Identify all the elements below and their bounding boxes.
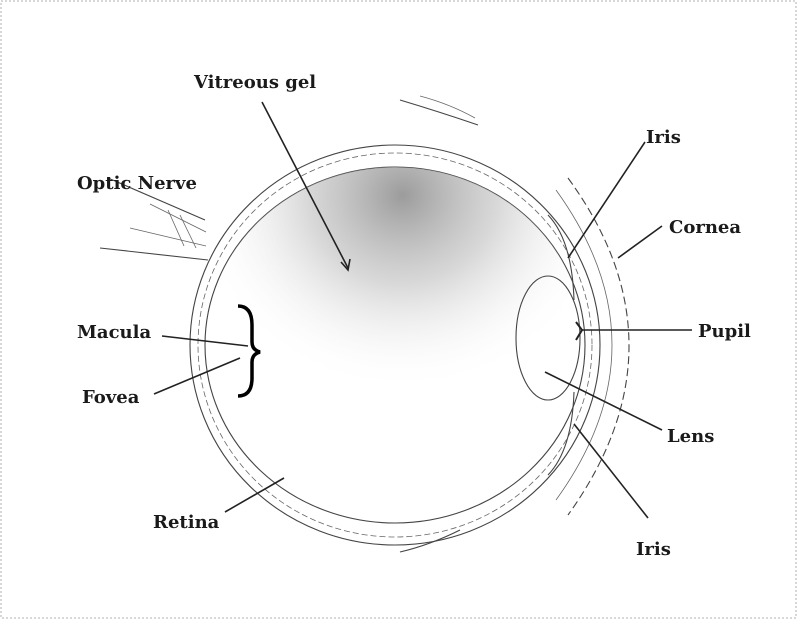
label-pupil: Pupil — [698, 321, 751, 342]
label-lens: Lens — [667, 426, 714, 447]
label-iris-bottom: Iris — [636, 539, 671, 560]
vitreous-body — [205, 167, 585, 523]
label-optic-nerve: Optic Nerve — [77, 173, 197, 194]
label-vitreous-gel: Vitreous gel — [193, 72, 316, 93]
label-iris-top: Iris — [646, 127, 681, 148]
label-fovea: Fovea — [82, 387, 140, 408]
label-cornea: Cornea — [669, 217, 741, 238]
label-retina: Retina — [153, 512, 220, 533]
label-macula: Macula — [77, 322, 151, 343]
